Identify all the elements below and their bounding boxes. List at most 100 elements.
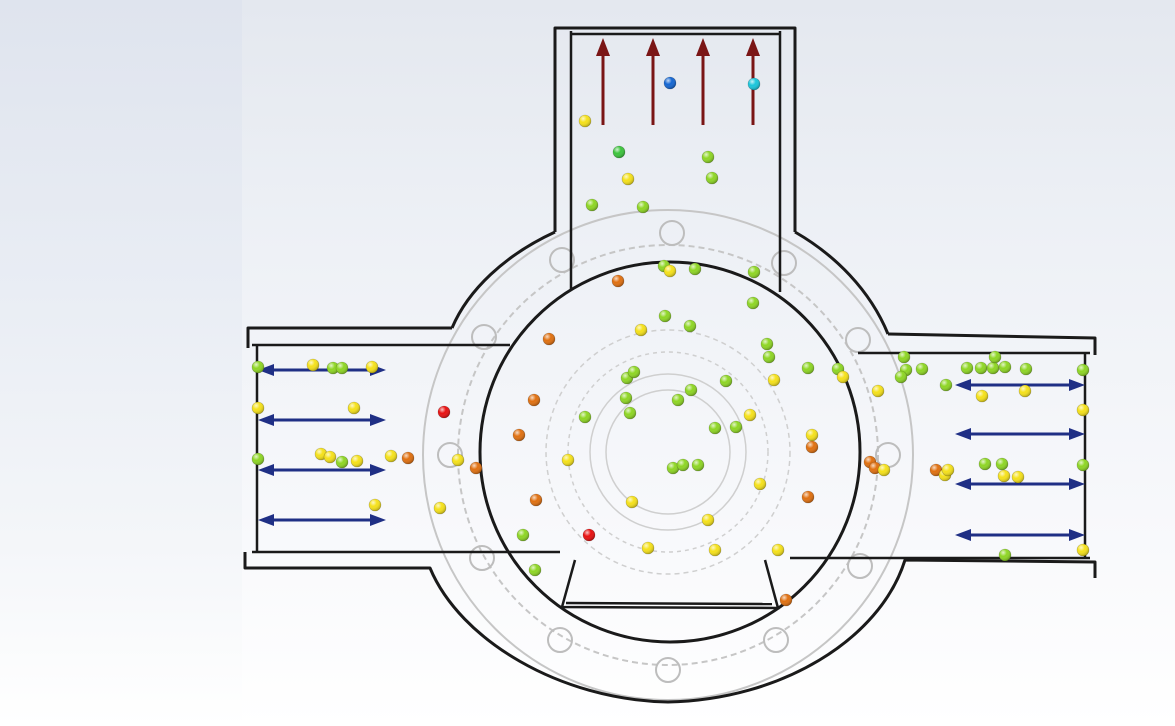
flow-particle — [636, 200, 650, 214]
inlet-arrow — [596, 38, 610, 125]
flow-particle — [988, 350, 1002, 364]
flow-particle — [701, 513, 715, 527]
flow-particle — [433, 501, 447, 515]
flow-particle — [929, 463, 943, 477]
flow-particle — [612, 145, 626, 159]
flow-particle — [529, 493, 543, 507]
flow-particle — [719, 374, 733, 388]
inner-chamber — [478, 260, 862, 644]
flow-particle — [623, 406, 637, 420]
flow-particle — [975, 389, 989, 403]
flow-particle — [437, 405, 451, 419]
flow-particle — [1076, 363, 1090, 377]
flow-particle — [871, 384, 885, 398]
flow-particle — [542, 332, 556, 346]
viewport-canvas[interactable] — [242, 0, 1175, 726]
flow-particle — [708, 421, 722, 435]
outlet-arrow — [258, 514, 386, 526]
flow-particle — [641, 541, 655, 555]
left-outlet-flow-arrows — [258, 364, 386, 526]
flow-particle — [350, 454, 364, 468]
flow-particle — [684, 383, 698, 397]
flow-particle — [705, 171, 719, 185]
flow-particle — [1076, 458, 1090, 472]
outlet-arrow — [258, 414, 386, 426]
flow-particle — [251, 360, 265, 374]
inlet-arrow — [696, 38, 710, 125]
flow-particle — [251, 401, 265, 415]
flow-particle — [708, 543, 722, 557]
flow-particles — [251, 76, 1090, 607]
flow-particle — [986, 361, 1000, 375]
flow-particle — [760, 337, 774, 351]
flow-particle — [767, 373, 781, 387]
flow-particle — [335, 361, 349, 375]
right-horizontal-pipe — [790, 351, 1090, 560]
flow-particle — [619, 391, 633, 405]
outlet-arrow — [955, 428, 1085, 440]
flow-particle — [347, 401, 361, 415]
flow-particle — [527, 393, 541, 407]
flow-particle — [779, 593, 793, 607]
flow-particle — [634, 323, 648, 337]
flow-particle — [978, 457, 992, 471]
outer-chamber-housing — [243, 26, 1097, 704]
flow-particle — [805, 440, 819, 454]
flow-particle — [625, 495, 639, 509]
flow-particle — [663, 76, 677, 90]
flow-particle — [335, 455, 349, 469]
flow-particle — [998, 548, 1012, 562]
flow-particle — [762, 350, 776, 364]
flow-particle — [528, 563, 542, 577]
flow-particle — [611, 274, 625, 288]
flow-particle — [627, 365, 641, 379]
flow-particle — [747, 77, 761, 91]
flange-bolt-holes — [437, 220, 901, 683]
flow-particle — [561, 453, 575, 467]
flow-particle — [998, 360, 1012, 374]
inner-ghost-rings — [545, 329, 791, 575]
flow-particle — [877, 463, 891, 477]
vertical-pipe — [569, 31, 782, 292]
flow-particle — [683, 319, 697, 333]
flow-particle — [729, 420, 743, 434]
flow-particle — [326, 361, 340, 375]
flow-particle — [746, 296, 760, 310]
flow-particle — [1076, 543, 1090, 557]
flow-particle — [974, 361, 988, 375]
flow-particle — [894, 370, 908, 384]
flow-particle — [512, 428, 526, 442]
flow-particle — [688, 262, 702, 276]
viewport-left-panel — [0, 0, 242, 726]
outlet-arrow — [955, 529, 1085, 541]
flow-particle — [251, 452, 265, 466]
flow-particle — [516, 528, 530, 542]
flow-particle — [621, 172, 635, 186]
flow-particle — [1076, 403, 1090, 417]
flow-particle — [960, 361, 974, 375]
flow-particle — [306, 358, 320, 372]
outlet-arrow — [955, 478, 1085, 490]
flow-particle — [578, 114, 592, 128]
flow-particle — [666, 461, 680, 475]
flow-particle — [451, 453, 465, 467]
flow-particle — [801, 361, 815, 375]
bottom-support — [560, 559, 780, 610]
flow-particle — [469, 461, 483, 475]
flow-particle — [676, 458, 690, 472]
inlet-arrow — [646, 38, 660, 125]
flow-particle — [836, 370, 850, 384]
flow-particle — [384, 449, 398, 463]
outlet-arrow — [258, 464, 386, 476]
flow-particle — [582, 528, 596, 542]
flow-particle — [365, 360, 379, 374]
right-outlet-flow-arrows — [955, 379, 1085, 541]
flow-particle — [743, 408, 757, 422]
flow-particle — [663, 264, 677, 278]
flow-particle — [658, 309, 672, 323]
flow-particle — [1019, 362, 1033, 376]
flow-particle — [941, 463, 955, 477]
flow-particle — [747, 265, 761, 279]
flow-particle — [671, 393, 685, 407]
